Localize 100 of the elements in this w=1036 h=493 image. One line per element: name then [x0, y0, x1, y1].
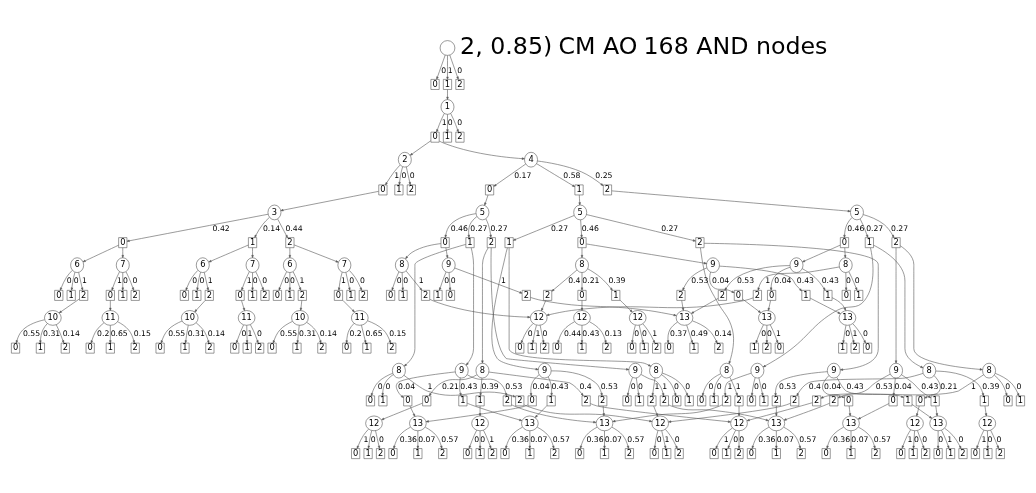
- node-box: 0: [446, 290, 455, 301]
- arrow: [775, 405, 778, 417]
- arrow: [831, 297, 846, 311]
- node-box: 2: [376, 448, 385, 459]
- arrow: [467, 216, 478, 238]
- arrow: [445, 247, 449, 259]
- node-box: 1: [722, 448, 731, 459]
- arrow: [288, 247, 291, 258]
- node-box: 1: [346, 290, 356, 301]
- arrow: [751, 426, 770, 449]
- node-box: 0: [971, 448, 980, 459]
- arrow: [338, 272, 343, 291]
- arrow: [367, 320, 391, 344]
- arrow: [403, 375, 516, 398]
- arrow: [195, 322, 210, 344]
- arrow: [296, 325, 300, 344]
- arrow: [446, 89, 449, 100]
- node-box: 2: [406, 184, 416, 196]
- node-box: 2: [260, 290, 270, 301]
- arrow: [774, 371, 828, 397]
- node-circle: [439, 40, 456, 56]
- node-box: 2: [718, 290, 727, 301]
- arrow: [375, 430, 381, 449]
- arrow: [436, 113, 445, 133]
- arrow: [976, 429, 985, 449]
- arrow: [511, 404, 597, 424]
- arrow: [848, 405, 852, 417]
- node-box: 2: [486, 237, 496, 248]
- node-box: 1: [475, 395, 485, 407]
- arrow: [361, 324, 367, 344]
- arrow: [404, 244, 466, 367]
- node-box: 1: [684, 395, 694, 407]
- arrow: [537, 160, 604, 186]
- node-box: 0: [235, 290, 245, 301]
- arrow: [490, 247, 630, 371]
- arrow: [448, 272, 452, 291]
- arrow: [822, 375, 845, 399]
- arrow: [901, 374, 932, 399]
- arrow: [849, 430, 853, 449]
- node-box: 0: [841, 290, 851, 301]
- node-box: 0: [386, 290, 396, 301]
- arrow: [937, 430, 940, 449]
- arrow: [491, 247, 539, 371]
- arrow: [642, 323, 656, 344]
- arrow: [299, 300, 303, 311]
- arrow: [429, 374, 478, 397]
- arrow: [280, 191, 379, 212]
- arrow: [990, 430, 999, 449]
- node-box: 0: [54, 290, 64, 301]
- node-box: 1: [546, 395, 556, 407]
- arrow: [892, 377, 896, 396]
- node-box: 1: [854, 290, 864, 301]
- arrow: [541, 300, 547, 312]
- node-box: 2: [647, 395, 657, 407]
- node-box: 2: [488, 448, 497, 459]
- arrow: [994, 373, 1020, 397]
- arrow: [425, 426, 443, 449]
- arrow: [255, 271, 264, 291]
- node-ellipse: 8: [982, 362, 996, 379]
- arrow: [184, 325, 189, 344]
- arrow: [755, 324, 764, 344]
- arrow: [682, 267, 708, 291]
- arrow: [15, 319, 45, 344]
- arrow: [292, 271, 302, 291]
- arrow: [356, 429, 369, 449]
- node-box: 1: [903, 395, 913, 407]
- arrow: [493, 163, 526, 187]
- arrow: [662, 372, 688, 397]
- arrow: [39, 323, 48, 344]
- arrow: [848, 324, 855, 344]
- arrow: [60, 270, 73, 291]
- arrow: [665, 429, 678, 449]
- arrow: [532, 325, 537, 344]
- arrow: [580, 219, 583, 238]
- node-box: 0: [388, 448, 398, 459]
- arrow: [439, 271, 447, 291]
- node-box: 2: [515, 395, 525, 407]
- node-box: 1: [908, 448, 918, 459]
- node-box: 2: [871, 448, 881, 459]
- arrow: [468, 429, 477, 449]
- arrow: [651, 377, 656, 396]
- arrow: [529, 374, 540, 397]
- node-ellipse: 12: [573, 310, 591, 326]
- arrow: [293, 244, 339, 263]
- arrow: [713, 375, 722, 397]
- arrow: [82, 244, 119, 263]
- arrow: [546, 297, 754, 316]
- node-box: 0: [440, 237, 450, 248]
- node-box: 0: [709, 448, 719, 459]
- node-box: 1: [946, 448, 955, 459]
- node-box: 1: [823, 290, 833, 301]
- node-box: 0: [403, 395, 413, 407]
- node-box: 0: [915, 395, 925, 407]
- node-box: 2: [297, 290, 307, 301]
- arrow: [385, 164, 401, 186]
- arrow: [425, 404, 529, 423]
- arrow: [653, 430, 659, 449]
- arrow: [751, 377, 756, 396]
- arrow: [611, 426, 630, 449]
- node-box: 2: [995, 448, 1005, 459]
